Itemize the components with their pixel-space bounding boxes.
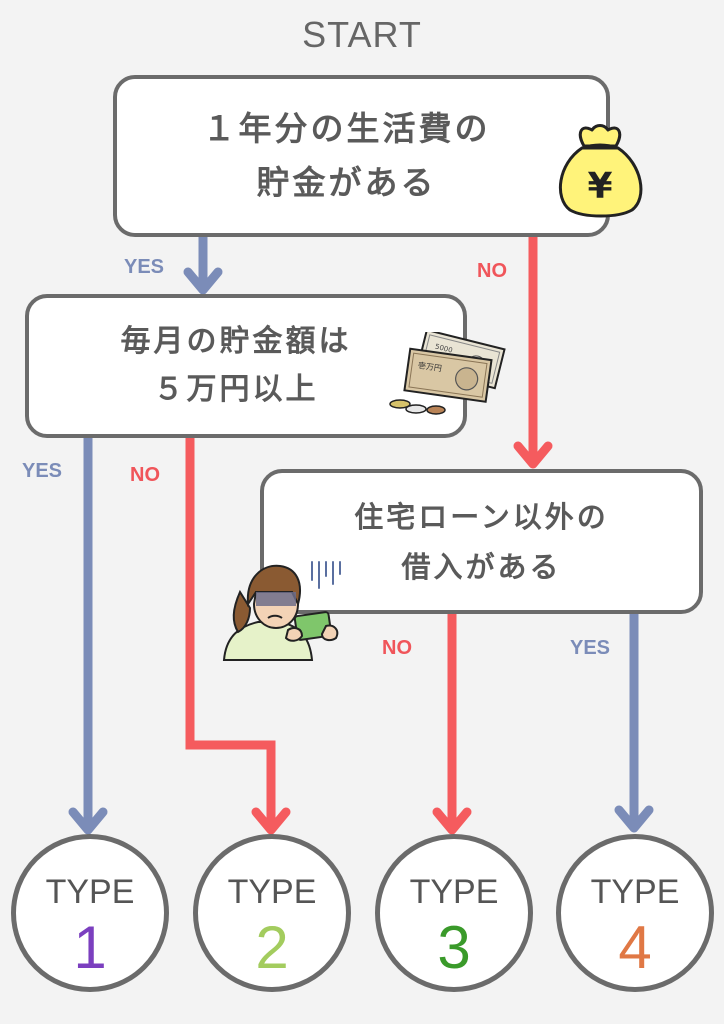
question-2-line-2: ５万円以上: [153, 372, 319, 407]
result-type-2-label: TYPE: [227, 873, 317, 911]
q2-no-label: NO: [130, 464, 160, 486]
result-type-2-number: 2: [255, 914, 289, 981]
bills-and-coins-icon: 5000 壱万円: [389, 332, 506, 415]
result-type-1: TYPE 1: [11, 834, 169, 992]
result-type-3: TYPE 3: [375, 834, 533, 992]
result-type-2: TYPE 2: [193, 834, 351, 992]
q1-yes-label: YES: [124, 256, 165, 278]
arrow-q1-yes: [183, 237, 223, 295]
result-type-4-label: TYPE: [590, 873, 680, 911]
money-bag-icon: ¥: [558, 124, 643, 218]
q3-yes-label: YES: [570, 637, 611, 659]
result-type-4-number: 4: [618, 914, 652, 981]
question-3-box: 住宅ローン以外の 借入がある: [260, 469, 703, 614]
question-1-line-1: １年分の生活費の: [202, 109, 491, 148]
result-type-1-number: 1: [73, 914, 107, 981]
arrow-q3-yes: [614, 614, 654, 833]
arrow-q1-no: [513, 237, 553, 469]
start-label: START: [302, 14, 422, 55]
arrow-q2-no: [185, 438, 291, 835]
q2-yes-label: YES: [22, 460, 63, 482]
question-2-box: 毎月の貯金額は ５万円以上: [25, 294, 467, 438]
worried-person-icon: [222, 561, 341, 661]
result-type-1-label: TYPE: [45, 873, 135, 911]
result-type-4: TYPE 4: [556, 834, 714, 992]
q3-no-label: NO: [382, 637, 412, 659]
question-1-line-2: 貯金がある: [256, 163, 437, 202]
arrow-q2-yes: [68, 438, 108, 835]
bill-label-text: 壱万円: [417, 360, 442, 373]
result-type-3-label: TYPE: [409, 873, 499, 911]
arrow-q3-no: [432, 614, 472, 835]
question-1-box: １年分の生活費の 貯金がある: [113, 75, 610, 237]
yen-glyph: ¥: [587, 166, 612, 207]
question-3-line-1: 住宅ローン以外の: [354, 499, 609, 534]
result-type-3-number: 3: [437, 914, 471, 981]
q1-no-label: NO: [477, 260, 507, 282]
question-3-line-2: 借入がある: [401, 549, 562, 584]
question-2-line-1: 毎月の貯金額は: [120, 324, 352, 359]
